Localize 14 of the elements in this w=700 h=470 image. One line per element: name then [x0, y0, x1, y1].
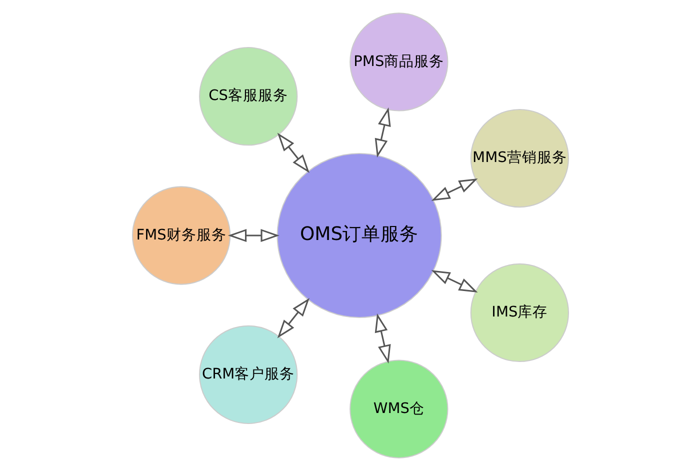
arrow — [276, 132, 310, 173]
node-circle: MMS营销服务 — [470, 108, 569, 208]
node-circle: FMS财务服务 — [131, 186, 230, 284]
arrow — [374, 312, 390, 364]
arrow — [430, 178, 478, 200]
arrow — [227, 228, 279, 242]
arrow — [430, 270, 478, 292]
node-circle: IMS库存 — [470, 262, 569, 362]
node-circle: PMS商品服务 — [349, 12, 448, 111]
node-circle: CRM客户服务 — [198, 324, 298, 424]
node-circle: CS客服服务 — [198, 46, 298, 146]
node-circle: WMS仓 — [349, 359, 448, 458]
arrow — [276, 297, 310, 338]
arrow — [374, 106, 390, 158]
